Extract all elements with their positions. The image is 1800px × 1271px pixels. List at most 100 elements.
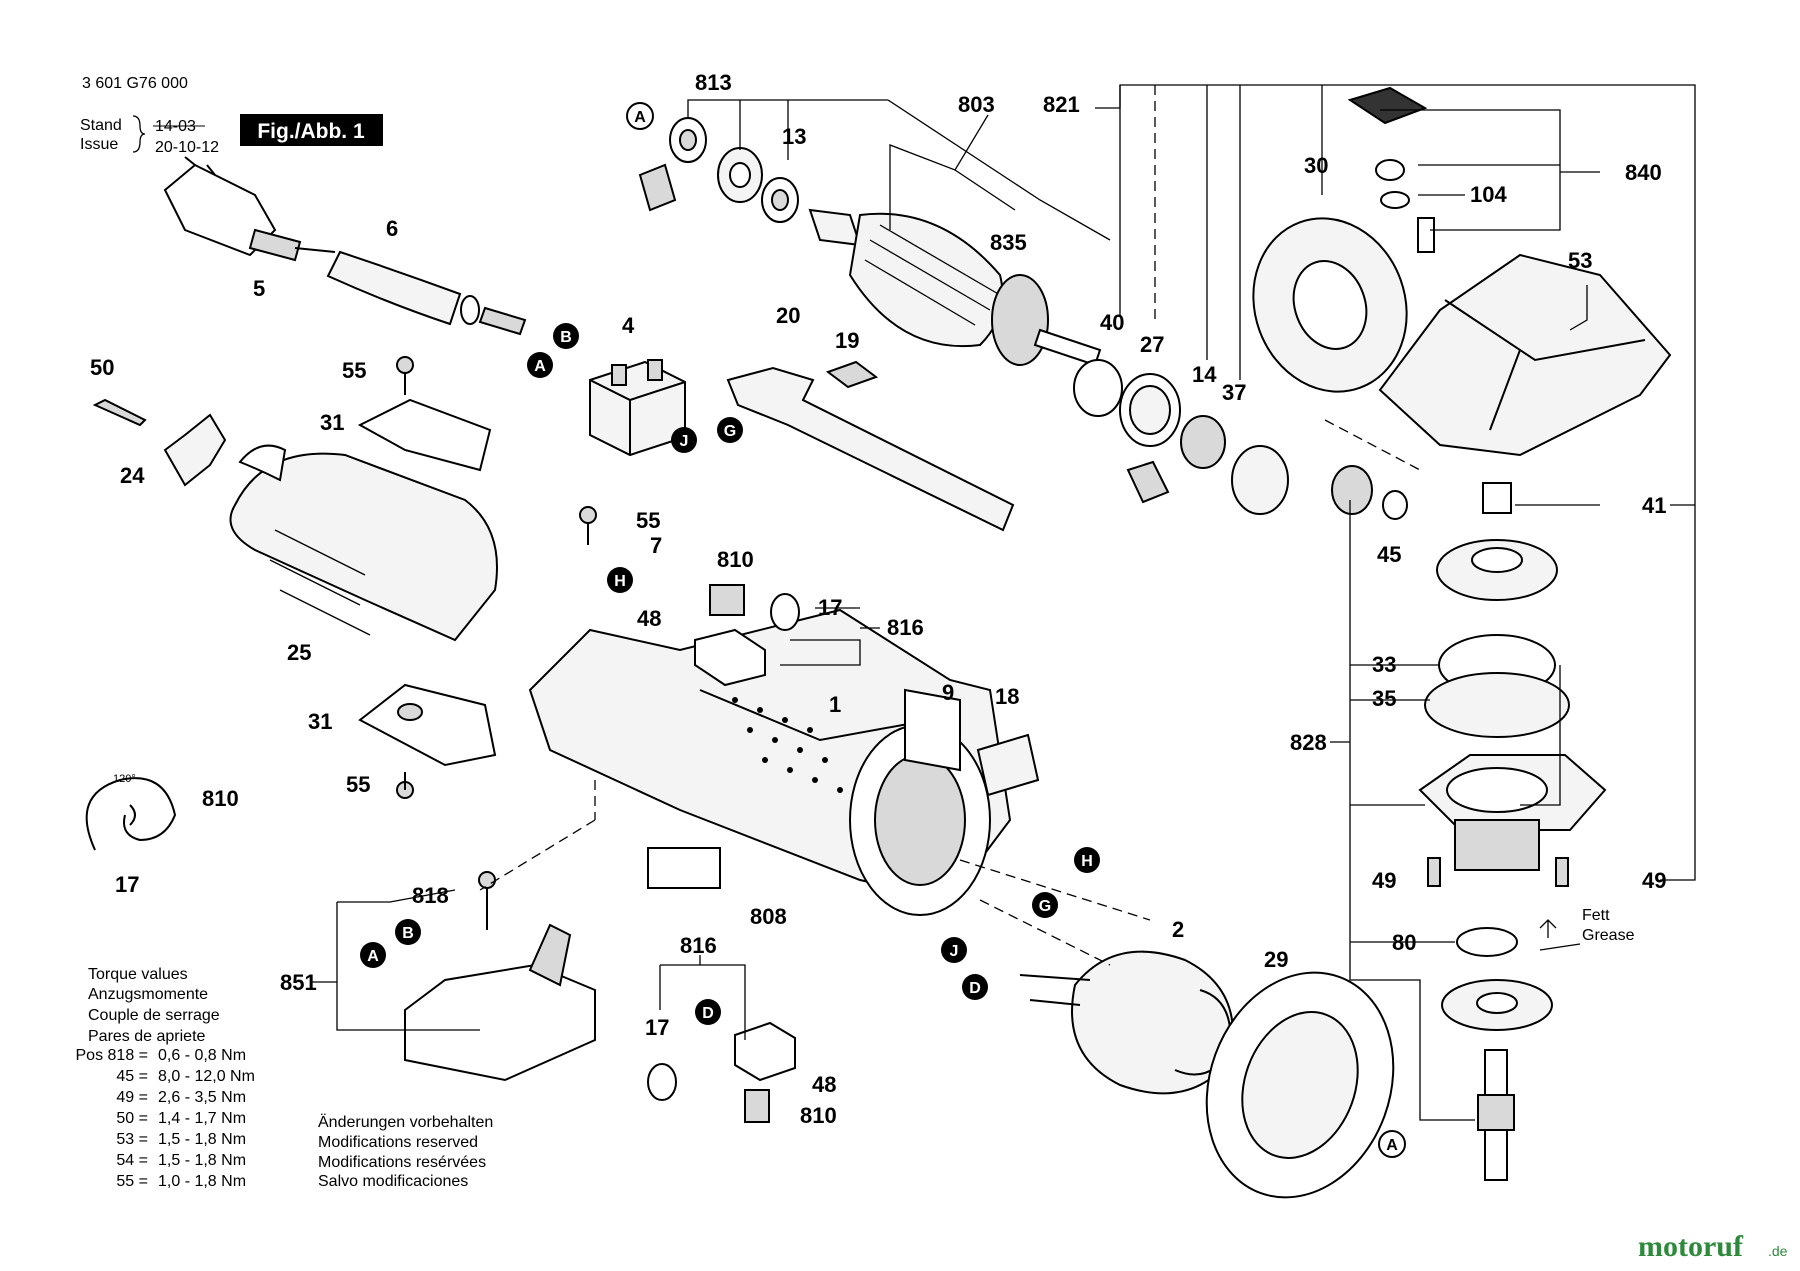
label-851: 851 — [280, 970, 317, 995]
label-35: 35 — [1372, 686, 1396, 711]
brand-suffix: .de — [1768, 1243, 1788, 1259]
mod-de: Änderungen vorbehalten — [318, 1113, 493, 1131]
marker-a-base — [360, 942, 386, 968]
torque-title-es: Pares de apriete — [88, 1028, 206, 1045]
letter-markers: A B A G J H H G J D D A B A — [360, 102, 1406, 1158]
label-48-bottom: 48 — [812, 1072, 836, 1097]
label-104: 104 — [1470, 182, 1507, 207]
marker-a-cable-text: A — [534, 358, 546, 375]
label-37: 37 — [1222, 380, 1246, 405]
label-27: 27 — [1140, 332, 1164, 357]
stand-label: Stand — [80, 117, 122, 134]
armature-drawing — [808, 208, 1102, 367]
torque-row-3-pos: 49 = — [116, 1089, 148, 1106]
label-49-left: 49 — [1372, 868, 1396, 893]
part-number: 3 601 G76 000 — [82, 75, 188, 92]
marker-b-cable-text: B — [560, 329, 572, 346]
brush-base-drawing — [404, 923, 596, 1082]
label-49-right: 49 — [1642, 868, 1666, 893]
label-6: 6 — [386, 216, 398, 241]
marker-g-coil-text: G — [1039, 898, 1051, 915]
label-24: 24 — [120, 463, 145, 488]
marker-b-cable — [553, 323, 579, 349]
marker-b-base — [395, 919, 421, 945]
label-17-left: 17 — [115, 872, 139, 897]
grip-plate-upper-drawing — [357, 398, 492, 472]
bearing-flange-828-drawing — [1418, 754, 1607, 871]
clip-24-drawing — [163, 413, 227, 487]
marker-a-top — [626, 102, 654, 130]
brand-watermark: motoruf .de — [1638, 1230, 1788, 1263]
label-31-bottom: 31 — [308, 709, 332, 734]
angle-note: 120° — [113, 773, 136, 785]
grease-note: Fett Grease — [1539, 907, 1635, 951]
fan-baffle-drawing — [1205, 971, 1395, 1199]
label-31-top: 31 — [320, 410, 344, 435]
marker-h-coil-text: H — [1081, 853, 1093, 870]
label-20: 20 — [776, 303, 800, 328]
marker-a-baffle — [1378, 1130, 1406, 1158]
marker-g-coil — [1032, 892, 1058, 918]
label-41: 41 — [1642, 493, 1666, 518]
marker-a-baffle-text: A — [1386, 1137, 1398, 1154]
label-18: 18 — [995, 684, 1019, 709]
label-810-left: 810 — [202, 786, 239, 811]
grip-plate-lower-drawing — [358, 683, 497, 767]
filter-18-drawing — [976, 733, 1040, 797]
torque-row-6-value: 1,5 - 1,8 Nm — [158, 1152, 246, 1169]
brush-holder-bottom-drawing — [647, 1021, 796, 1123]
marker-j-switch — [671, 427, 697, 453]
part-labels: 5 6 813 13 803 835 821 30 840 104 53 50 … — [90, 70, 1666, 1128]
label-5: 5 — [253, 276, 265, 301]
label-14: 14 — [1192, 362, 1217, 387]
torque-row-4-pos: 50 = — [116, 1110, 148, 1127]
brand-main: motoruf — [1638, 1230, 1744, 1263]
label-33: 33 — [1372, 652, 1396, 677]
label-818: 818 — [412, 883, 449, 908]
label-808: 808 — [750, 904, 787, 929]
label-29: 29 — [1264, 947, 1288, 972]
housing-cover-drawing — [229, 444, 498, 642]
torque-row-2-pos: 45 = — [116, 1068, 148, 1085]
torque-row-1-value: 0,6 - 0,8 Nm — [158, 1047, 246, 1064]
ring-parts-drawing — [1073, 359, 1289, 515]
marker-a-base-text: A — [367, 948, 379, 965]
torque-row-7-value: 1,0 - 1,8 Nm — [158, 1173, 246, 1190]
marker-d-brush — [695, 999, 721, 1025]
torque-row-3-value: 2,6 - 3,5 Nm — [158, 1089, 246, 1106]
mod-fr: Modifications resérvées — [318, 1154, 486, 1171]
torque-row-7-pos: 55 = — [116, 1173, 148, 1190]
mounting-flange-drawing — [1441, 979, 1553, 1031]
mod-en: Modifications reserved — [318, 1134, 478, 1151]
motor-housing-drawing — [528, 608, 1012, 916]
label-813: 813 — [695, 70, 732, 95]
marker-d-brush-text: D — [702, 1005, 714, 1022]
label-816-bottom: 816 — [680, 933, 717, 958]
label-835: 835 — [990, 230, 1027, 255]
label-17-top: 17 — [818, 595, 842, 620]
label-803: 803 — [958, 92, 995, 117]
issue-label: Issue — [80, 136, 118, 153]
label-30: 30 — [1304, 153, 1328, 178]
figure-label-box — [240, 114, 383, 146]
torque-title-de: Anzugsmomente — [88, 986, 208, 1003]
label-17-bottom: 17 — [645, 1015, 669, 1040]
bearing-flange-30-drawing — [1252, 217, 1408, 393]
switch-drawing — [589, 359, 686, 457]
marker-h-housing-text: H — [614, 573, 626, 590]
spindle-drawing — [1477, 1049, 1515, 1181]
marker-a-top-text: A — [634, 109, 646, 126]
torque-row-5-pos: 53 = — [116, 1131, 148, 1148]
label-1: 1 — [829, 692, 841, 717]
label-810-bottom: 810 — [800, 1103, 837, 1128]
torque-row-1-pos: Pos 818 = — [76, 1047, 149, 1064]
label-55-bottom: 55 — [346, 772, 370, 797]
pinion-drawing — [1331, 465, 1408, 520]
label-7: 7 — [650, 533, 662, 558]
marker-h-housing — [607, 567, 633, 593]
field-coil-drawing — [1019, 950, 1234, 1095]
label-828: 828 — [1290, 730, 1327, 755]
label-sticker-9 — [904, 688, 961, 772]
bearing-group-top — [638, 117, 799, 223]
